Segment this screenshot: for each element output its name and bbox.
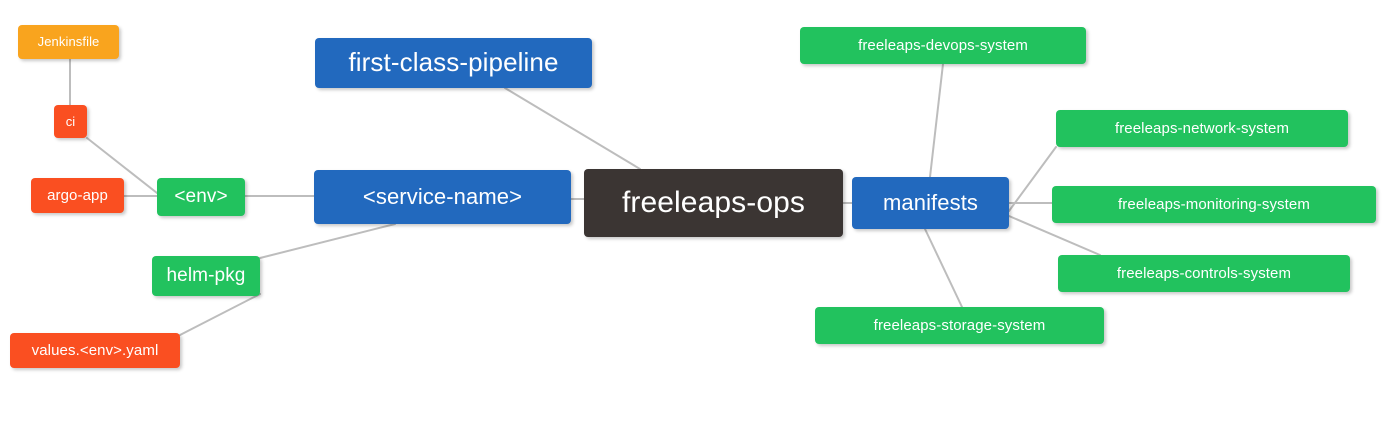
mindmap-node-freeleaps-devops-system[interactable]: freeleaps-devops-system [800,27,1086,64]
mindmap-node-argo-app[interactable]: argo-app [31,178,124,213]
mindmap-node-freeleaps-storage-system[interactable]: freeleaps-storage-system [815,307,1104,344]
mindmap-node-jenkinsfile[interactable]: Jenkinsfile [18,25,119,59]
mindmap-node-label: freeleaps-network-system [1114,119,1290,137]
mindmap-node-freeleaps-network-system[interactable]: freeleaps-network-system [1056,110,1348,147]
mindmap-node-ci[interactable]: ci [54,105,87,138]
mindmap-node-label: <service-name> [362,184,523,210]
mindmap-node-label: Jenkinsfile [37,34,100,50]
mindmap-node-label: freeleaps-controls-system [1116,264,1292,282]
mindmap-node-first-class-pipeline[interactable]: first-class-pipeline [315,38,592,88]
mindmap-edge [179,293,261,336]
mindmap-node-label: freeleaps-monitoring-system [1118,195,1310,213]
mindmap-edge [259,223,396,259]
mindmap-node-freeleaps-controls-system[interactable]: freeleaps-controls-system [1058,255,1350,292]
mindmap-edge [504,87,641,170]
mindmap-node-label: manifests [882,190,979,216]
mindmap-edge [929,63,944,178]
mindmap-edge [1008,146,1057,212]
mindmap-node-label: first-class-pipeline [348,47,559,78]
mindmap-node-label: freeleaps-storage-system [873,316,1046,334]
mindmap-node-label: freeleaps-ops [621,186,806,220]
mindmap-node-label: values.<env>.yaml [31,341,159,359]
mindmap-node-helm-pkg[interactable]: helm-pkg [152,256,260,296]
mindmap-node-label: helm-pkg [166,265,246,287]
mindmap-node-label: freeleaps-devops-system [858,36,1028,54]
mindmap-node-freeleaps-monitoring-system[interactable]: freeleaps-monitoring-system [1052,186,1376,223]
mindmap-node-env[interactable]: <env> [157,178,245,216]
mindmap-edge [924,228,963,308]
mindmap-node-label: ci [65,113,76,129]
mindmap-node-label: <env> [174,186,228,208]
mindmap-node-label: argo-app [47,186,108,204]
mindmap-node-values-yaml[interactable]: values.<env>.yaml [10,333,180,368]
mindmap-node-manifests[interactable]: manifests [852,177,1009,229]
mindmap-node-freeleaps-ops[interactable]: freeleaps-ops [584,169,843,237]
mindmap-node-service-name[interactable]: <service-name> [314,170,571,224]
